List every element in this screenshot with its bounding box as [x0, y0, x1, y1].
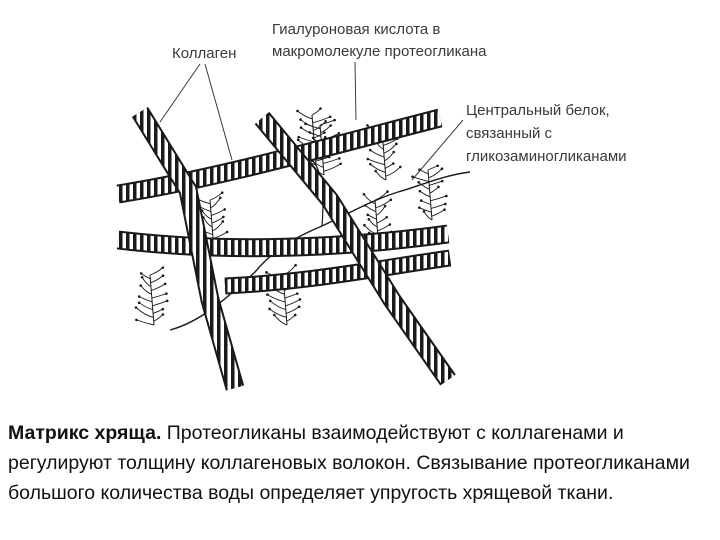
label-hyaluronic-line2: макромолекуле протеогликана: [272, 43, 487, 60]
label-core-line2: связанный с: [466, 125, 553, 142]
collagen-fiber-middle-stripes: [117, 226, 450, 256]
collagen-fiber-lower-stripes: [224, 251, 451, 293]
figure-caption: Матрикс хряща. Протеогликаны взаимодейст…: [8, 418, 708, 508]
leader-hyaluronic: [354, 61, 357, 121]
leader-collagen-a: [159, 63, 201, 123]
cartilage-matrix-diagram: Коллаген Гиалуроновая кислота в макромол…: [116, 21, 627, 391]
collagen-fibers: [116, 107, 456, 391]
label-hyaluronic-line1: Гиалуроновая кислота в: [272, 21, 440, 38]
proteoglycan-tuft: [134, 266, 169, 326]
caption-text: Протеогликаны взаимодействуют с коллаген…: [8, 422, 690, 504]
hyaluronic-strand: [169, 171, 471, 331]
label-collagen: Коллаген: [172, 45, 236, 62]
label-core-line3: гликозаминогликанами: [466, 148, 627, 165]
collagen-fiber-upper-stripes: [116, 110, 442, 202]
leader-collagen-b: [204, 63, 233, 161]
collagen-fiber-diagonal-right-stripes: [256, 113, 455, 385]
label-core-line1: Центральный белок,: [466, 102, 610, 119]
caption-title: Матрикс хряща.: [8, 422, 162, 444]
collagen-fiber-diagonal-left-stripes: [133, 108, 243, 391]
proteoglycan-tuft: [411, 164, 448, 221]
